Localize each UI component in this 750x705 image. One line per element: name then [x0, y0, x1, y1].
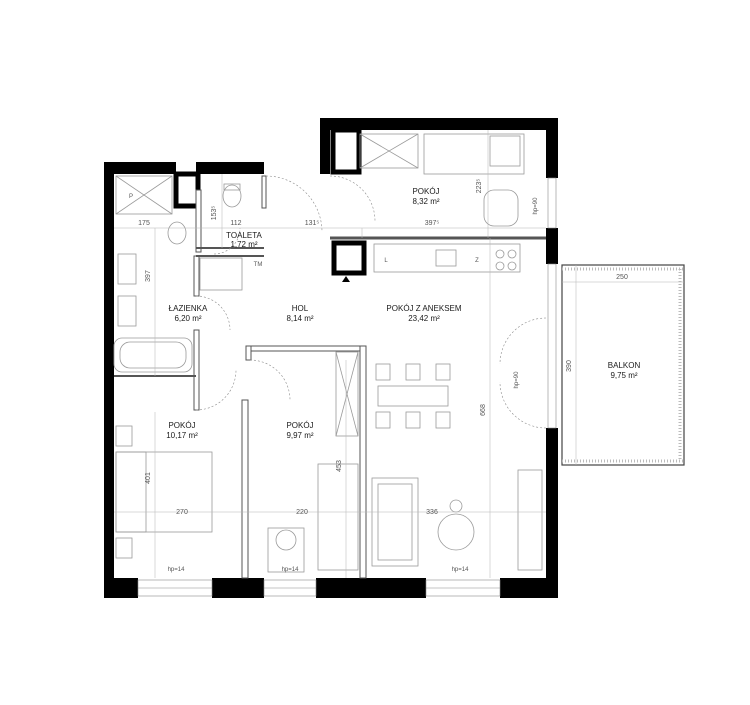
- dim-336: 336: [426, 509, 438, 516]
- room-name: POKÓJ: [286, 421, 313, 430]
- dimension-labels: 175 112 131⁵ 397⁵ 153⁵ 223⁵ 397 250 390 …: [138, 179, 628, 516]
- room-name: TOALETA: [226, 231, 262, 240]
- room-label-hol: HOL 8,14 m²: [286, 304, 313, 323]
- dim-153: 153⁵: [211, 206, 218, 221]
- note-hp14: hp=14: [282, 567, 300, 573]
- room-name: ŁAZIENKA: [169, 304, 208, 313]
- room-name: HOL: [292, 304, 309, 313]
- furniture: [113, 133, 543, 573]
- room-label-lazienka: ŁAZIENKA 6,20 m²: [169, 304, 208, 323]
- room-area: 8,32 m²: [412, 197, 439, 206]
- note-p: P: [129, 194, 133, 200]
- balcony: [561, 264, 685, 466]
- note-hp14: hp=14: [452, 567, 470, 573]
- note-z: Z: [475, 258, 479, 264]
- room-name: POKÓJ: [412, 187, 439, 196]
- plan-notes: hp=14 hp=14 hp=14 hp=90 hp=90 P L Z TM: [129, 194, 539, 573]
- room-label-pokoj-3: POKÓJ 9,97 m²: [286, 421, 313, 440]
- door-swings: [195, 175, 547, 429]
- entrance-arrow-icon: [342, 276, 350, 282]
- room-name: BALKON: [608, 361, 641, 370]
- room-name: POKÓJ: [168, 421, 195, 430]
- dim-668: 668: [480, 404, 487, 416]
- dim-453: 453: [336, 460, 343, 472]
- interior-walls: [114, 175, 546, 579]
- dim-397: 397: [145, 270, 152, 282]
- room-label-pokoj-1: POKÓJ 8,32 m²: [412, 187, 439, 206]
- room-area: 9,75 m²: [610, 371, 637, 380]
- note-l: L: [384, 258, 388, 264]
- room-area: 23,42 m²: [408, 314, 440, 323]
- note-tm: TM: [254, 262, 263, 268]
- room-label-toaleta: TOALETA 1,72 m²: [226, 231, 262, 249]
- dim-390: 390: [566, 360, 573, 372]
- dim-220: 220: [296, 509, 308, 516]
- columns: [173, 127, 367, 276]
- room-label-pokoj-z-aneksem: POKÓJ Z ANEKSEM 23,42 m²: [386, 304, 461, 323]
- room-label-pokoj-2: POKÓJ 10,17 m²: [166, 421, 198, 440]
- room-area: 10,17 m²: [166, 431, 198, 440]
- dimension-lines: [114, 130, 684, 578]
- room-area: 9,97 m²: [286, 431, 313, 440]
- dim-401: 401: [145, 472, 152, 484]
- room-area: 6,20 m²: [174, 314, 201, 323]
- exterior-walls: [104, 118, 558, 598]
- windows: [137, 177, 557, 597]
- note-hp90: hp=90: [533, 197, 539, 215]
- dim-250: 250: [616, 274, 628, 281]
- room-area: 8,14 m²: [286, 314, 313, 323]
- room-name: POKÓJ Z ANEKSEM: [386, 304, 461, 313]
- room-area: 1,72 m²: [230, 240, 257, 249]
- room-label-balkon: BALKON 9,75 m²: [608, 361, 641, 380]
- note-hp90: hp=90: [514, 371, 520, 389]
- dim-112: 112: [230, 220, 241, 227]
- dim-270: 270: [176, 509, 188, 516]
- dim-397-5: 397⁵: [425, 220, 440, 227]
- dim-223: 223⁵: [476, 179, 483, 194]
- dim-175: 175: [138, 220, 150, 227]
- dim-131: 131⁵: [305, 220, 320, 227]
- note-hp14: hp=14: [168, 567, 186, 573]
